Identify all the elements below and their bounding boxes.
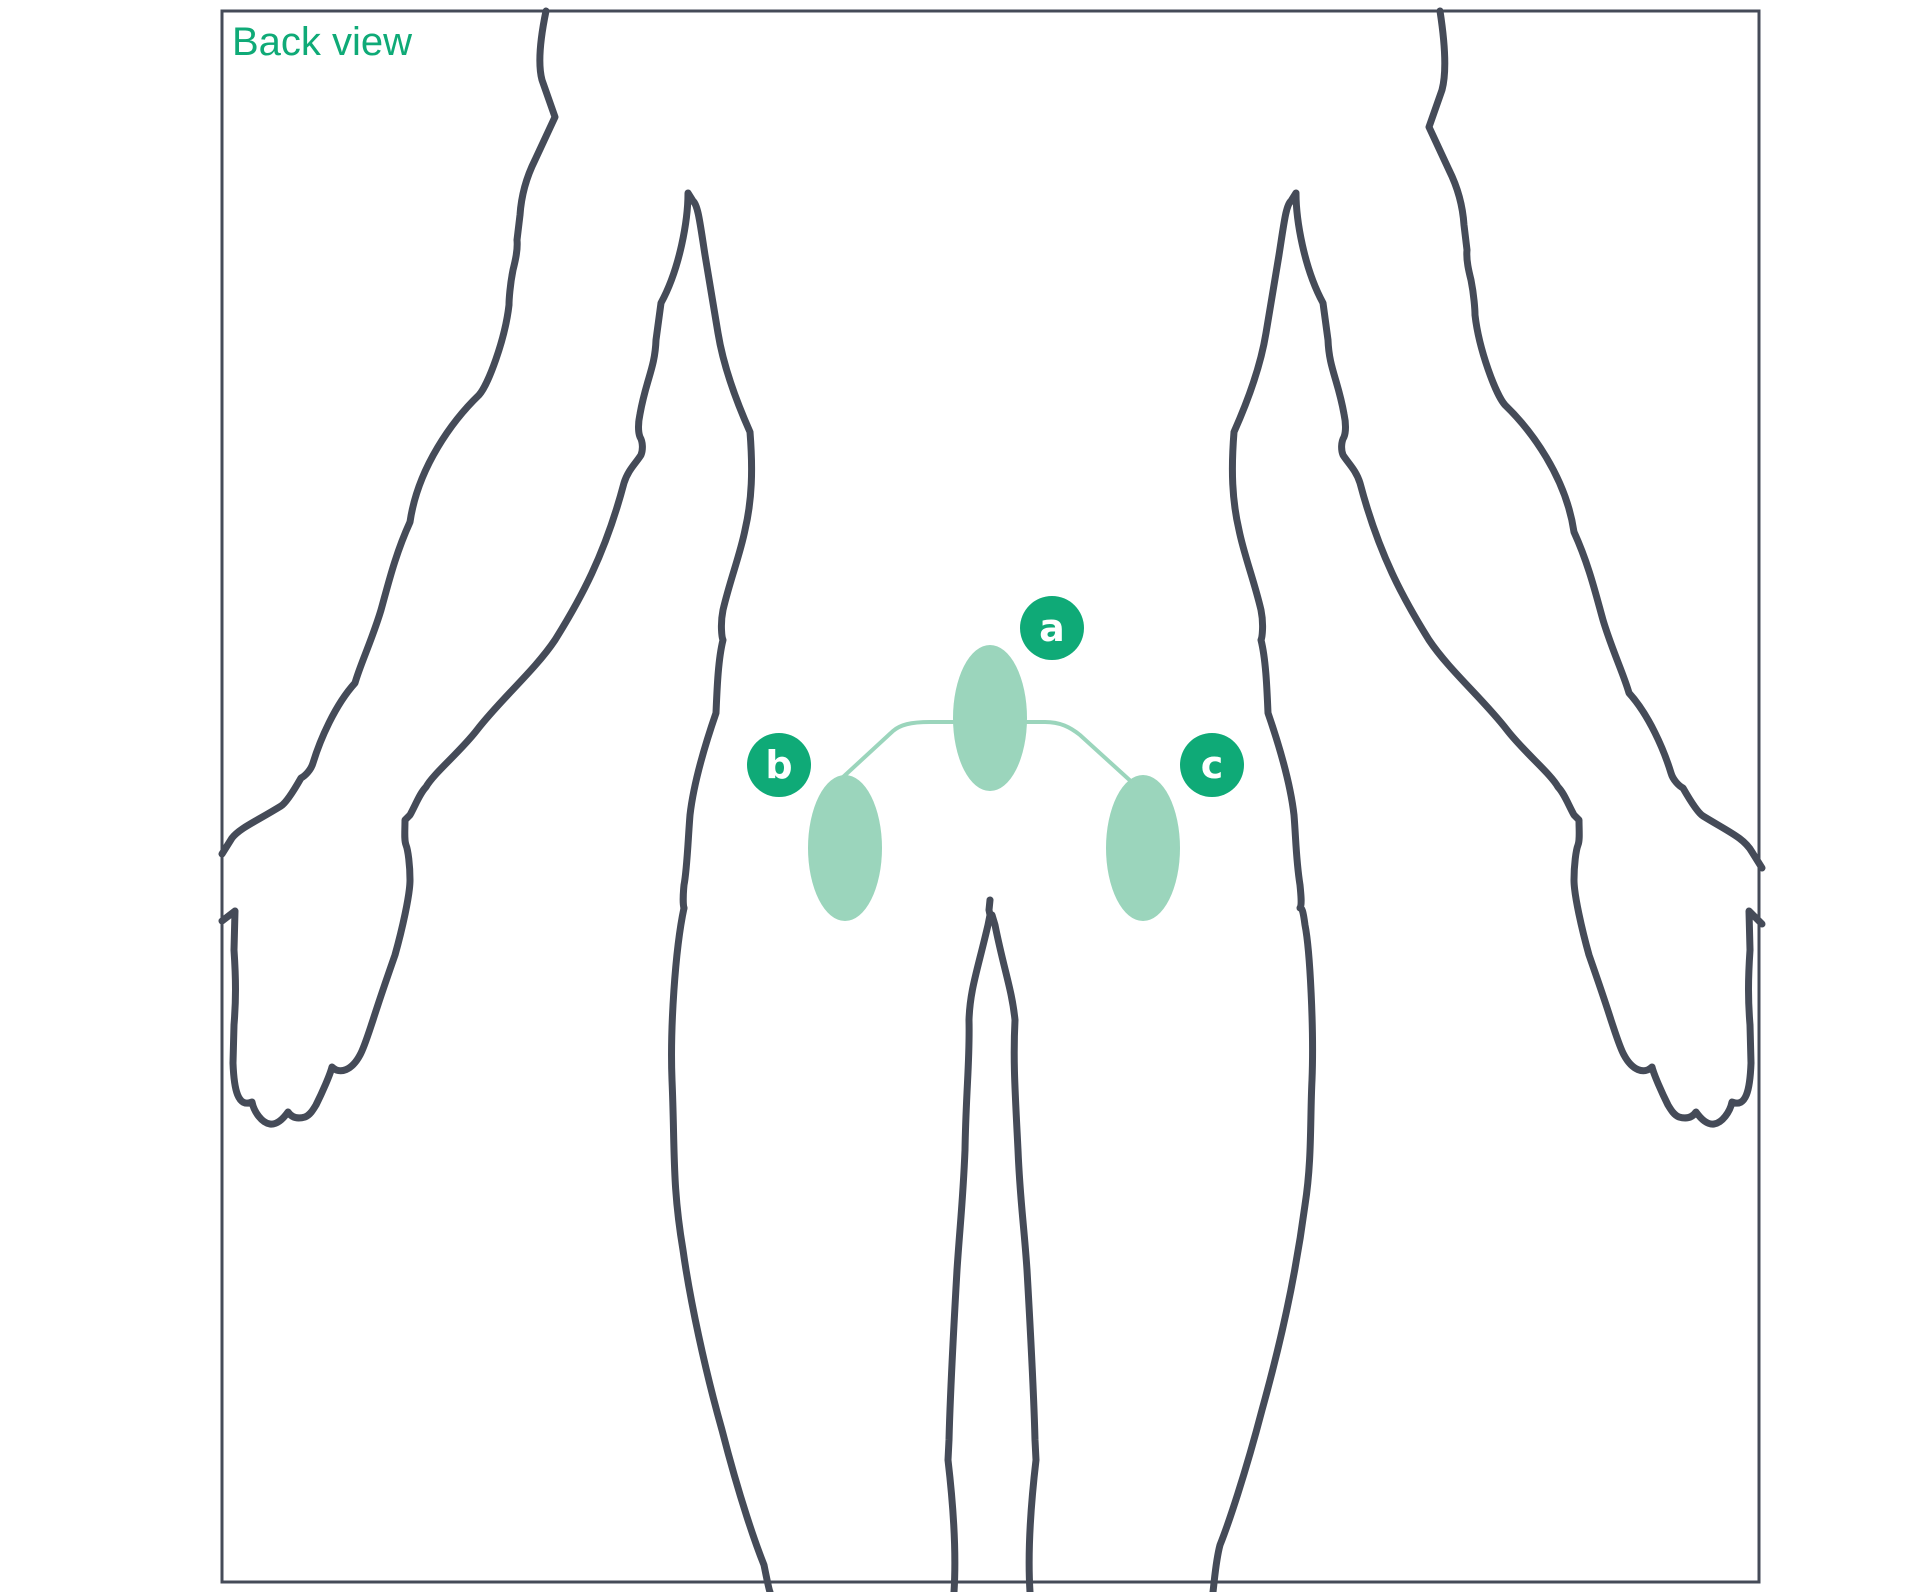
left-hand-outline (218, 189, 756, 1128)
region-a (953, 645, 1027, 791)
marker-a-label: a (1039, 606, 1065, 650)
inner-leg-right-outline (988, 911, 1040, 1592)
inner-leg-left-outline (944, 896, 994, 1592)
marker-b: b (747, 733, 811, 797)
marker-b-label: b (765, 743, 792, 787)
body-outline (218, 7, 1766, 1592)
region-c (1106, 775, 1180, 921)
region-b (808, 775, 882, 921)
marker-a: a (1020, 596, 1084, 660)
right-leg-outline (1209, 189, 1766, 1592)
left-arm-outline (218, 7, 559, 858)
view-label: Back view (232, 20, 412, 64)
connector-line (840, 720, 1137, 787)
marker-c-label: c (1201, 743, 1224, 787)
left-leg-outline (668, 904, 774, 1592)
marker-c: c (1180, 733, 1244, 797)
right-arm-outline (1425, 7, 1766, 872)
diagram-frame (220, 9, 1761, 1584)
